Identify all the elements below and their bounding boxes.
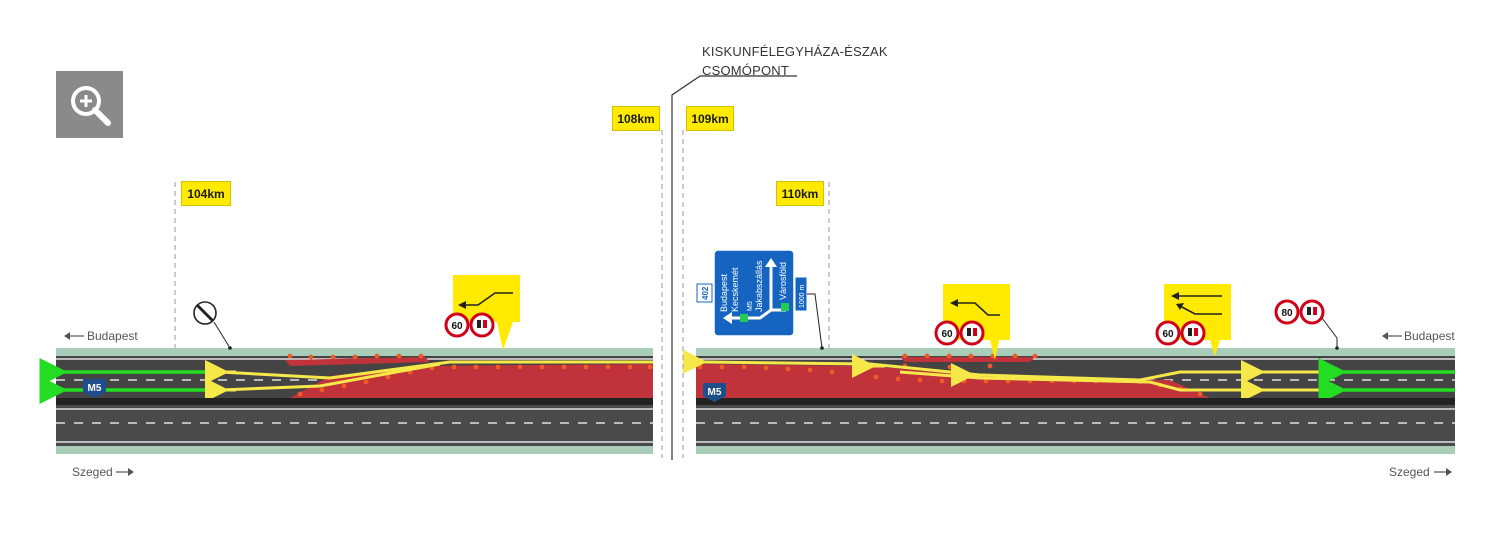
motorway-shield-right: M5 bbox=[703, 383, 726, 402]
central-barrier-left bbox=[56, 398, 653, 405]
shoulder-bottom-left bbox=[56, 446, 653, 454]
sign-destination-varosfold: Városföld bbox=[778, 262, 788, 300]
speed-limit-80: 80 bbox=[1281, 308, 1293, 319]
junction-label: KISKUNFÉLEGYHÁZA-ÉSZAK CSOMÓPONT bbox=[702, 42, 888, 80]
direction-sign: Budapest Kecskemét Jakabszállás Városföl… bbox=[696, 249, 824, 350]
km-marker-110: 110km bbox=[776, 181, 824, 206]
lane-shift-callout-left bbox=[453, 275, 520, 350]
motorway-shield-left: M5 bbox=[83, 379, 106, 398]
km-marker-108: 108km bbox=[612, 106, 660, 131]
sign-destination-kecskemet: Kecskemét bbox=[730, 267, 740, 312]
motorway-shield-right-label: M5 bbox=[708, 387, 722, 398]
shoulder-top-right bbox=[696, 348, 1455, 356]
shoulder-top-left bbox=[56, 348, 653, 356]
central-barrier-right bbox=[696, 398, 1455, 405]
speed-limit-60-right-2: 60 bbox=[1162, 329, 1174, 340]
speed-limit-60-right-1: 60 bbox=[941, 329, 953, 340]
sign-destination-jakabszallas: Jakabszállás bbox=[754, 260, 764, 312]
road-section-left bbox=[39, 348, 653, 454]
lane-shift-callout-right-2 bbox=[1164, 284, 1231, 356]
work-zone-shoulder-right bbox=[900, 357, 1035, 362]
traffic-cones-left bbox=[287, 353, 653, 397]
traffic-path-right-1 bbox=[682, 349, 1335, 382]
junction-leader-line bbox=[671, 75, 797, 460]
sign-motorway-ref: M5 bbox=[747, 301, 754, 311]
speed-limit-signs: 60 60 60 80 bbox=[444, 299, 1339, 350]
sign-distance-plate: 1000 m bbox=[799, 284, 806, 308]
work-zone-shoulder-left bbox=[285, 357, 430, 366]
carriageway-lower-right bbox=[696, 405, 1455, 446]
sign-destination-budapest: Budapest bbox=[719, 273, 729, 312]
end-restriction-sign-icon bbox=[193, 301, 232, 350]
speed-limit-60-left: 60 bbox=[451, 321, 463, 332]
zoom-in-icon bbox=[71, 86, 111, 126]
km-marker-104: 104km bbox=[181, 181, 231, 206]
km-marker-109: 109km bbox=[686, 106, 734, 131]
direction-label-budapest-left: Budapest bbox=[87, 329, 138, 343]
carriageway-lower-left bbox=[56, 405, 653, 446]
road-section-right bbox=[682, 348, 1455, 454]
junction-type: CSOMÓPONT bbox=[702, 63, 790, 78]
no-overtaking-trucks-icon bbox=[469, 299, 1325, 346]
motorway-shield-left-label: M5 bbox=[88, 383, 102, 394]
direction-label-budapest-right: Budapest bbox=[1404, 329, 1455, 343]
direction-arrows bbox=[64, 332, 1452, 476]
shoulder-bottom-right bbox=[696, 446, 1455, 454]
junction-name: KISKUNFÉLEGYHÁZA-ÉSZAK bbox=[702, 44, 888, 59]
sign-route-number: 402 bbox=[701, 286, 710, 300]
direction-label-szeged-left: Szeged bbox=[72, 465, 113, 479]
zoom-in-button[interactable] bbox=[56, 71, 123, 138]
direction-label-szeged-right: Szeged bbox=[1389, 465, 1430, 479]
